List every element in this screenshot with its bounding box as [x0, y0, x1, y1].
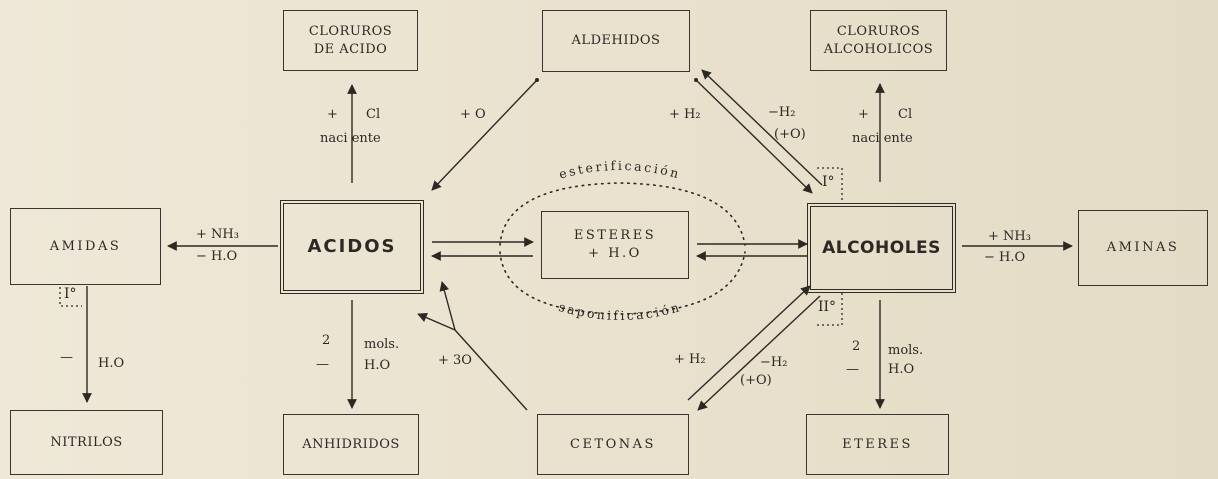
- label-acidos: ACIDOS: [307, 235, 397, 257]
- ann-alc-chlor-plus: +: [858, 107, 869, 122]
- ann-red-cetona: + H₂: [674, 352, 706, 367]
- ann-nitrilo-minus: —: [60, 350, 73, 365]
- ann-anh-minus: —: [316, 357, 329, 372]
- box-nitrilos: NITRILOS: [10, 410, 163, 475]
- ann-alc-chlor-cl: Cl: [898, 107, 913, 122]
- ann-amida-h2o: − H.O: [196, 249, 238, 264]
- ann-amina-h2o: − H.O: [984, 250, 1026, 265]
- arrow-aldehidos-acidos: [431, 79, 538, 191]
- ann-ox-alcohol-cetona-2: (+O): [740, 373, 772, 388]
- label-eteres: ETERES: [842, 436, 913, 452]
- ann-anh-mols: mols.: [364, 337, 400, 352]
- box-aminas: AMINAS: [1078, 210, 1208, 286]
- ann-eter-mols: mols.: [888, 343, 924, 358]
- label-anhidridos: ANHIDRIDOS: [302, 436, 400, 452]
- ann-cetona-3o: + 3O: [438, 353, 472, 368]
- label-aminas: AMINAS: [1106, 240, 1180, 256]
- secondary-alcohol-mark: II°: [818, 299, 837, 315]
- arrow-cetonas-alcoholes: [687, 285, 811, 401]
- arrow-fork-b: [417, 313, 456, 331]
- secondary-hook-bottom: [817, 292, 843, 326]
- label-aldehidos: ALDEHIDOS: [571, 33, 661, 49]
- ann-ox-alcohol-aldehido: −H₂: [768, 105, 796, 120]
- ann-alc-chlor-naciente: naci ente: [852, 131, 913, 146]
- amida-hook: [59, 287, 82, 307]
- box-aldehidos: ALDEHIDOS: [542, 10, 690, 72]
- label-cetonas: CETONAS: [570, 436, 656, 452]
- label-esteres: ESTERES + H.O: [573, 228, 657, 261]
- arrow-fork-a: [439, 281, 456, 331]
- label-nitrilos: NITRILOS: [50, 434, 123, 450]
- label-cloruros-alcoholicos: CLORUROS ALCOHOLICOS: [823, 23, 934, 57]
- box-anhidridos: ANHIDRIDOS: [283, 414, 419, 475]
- ann-acid-chlor-naciente: naci ente: [320, 131, 381, 146]
- ann-ox-alcohol-aldehido-2: (+O): [774, 127, 806, 142]
- ann-eter-h2o: H.O: [888, 362, 915, 377]
- box-esteres: ESTERES + H.O: [541, 211, 689, 279]
- primary-alcohol-mark: I°: [822, 174, 835, 190]
- saponificacion-label: saponificación: [557, 299, 683, 323]
- ann-anh-2: 2: [322, 333, 331, 348]
- ann-acid-chlor-cl: Cl: [366, 107, 381, 122]
- ann-acid-chlor-plus: +: [327, 107, 338, 122]
- box-eteres: ETERES: [806, 414, 949, 475]
- ann-eter-2: 2: [852, 339, 861, 354]
- label-amidas: AMIDAS: [49, 238, 122, 254]
- arrow-alcoholes-cetonas: [697, 295, 821, 411]
- box-cloruros-de-acido: CLORUROS DE ACIDO: [283, 10, 418, 71]
- box-amidas: AMIDAS: [10, 208, 161, 285]
- arrow-cetonas-acidos: [454, 329, 528, 411]
- box-cetonas: CETONAS: [537, 414, 689, 475]
- ann-ox-alcohol-cetona: −H₂: [760, 355, 788, 370]
- ann-amida-nh3: + NH₃: [196, 227, 239, 242]
- ann-amina-nh3: + NH₃: [988, 229, 1031, 244]
- box-acidos: ACIDOS: [280, 200, 424, 294]
- esterificacion-label: esterificación: [557, 158, 682, 182]
- ann-anh-h2o: H.O: [364, 358, 391, 373]
- box-alcoholes: ALCOHOLES: [807, 203, 956, 293]
- ann-nitrilo-h2o: H.O: [98, 356, 125, 371]
- ann-amida-mark: I°: [64, 286, 77, 302]
- label-alcoholes: ALCOHOLES: [822, 237, 941, 258]
- ann-eter-minus: —: [846, 362, 859, 377]
- ann-red-aldehido: + H₂: [669, 107, 701, 122]
- primary-hook-top: [817, 167, 843, 202]
- label-cloruros-de-acido: CLORUROS DE ACIDO: [308, 23, 393, 57]
- arrow-alcoholes-aldehidos: [701, 69, 823, 186]
- ann-oxid-aldehido: + O: [460, 107, 486, 122]
- box-cloruros-alcoholicos: CLORUROS ALCOHOLICOS: [810, 10, 947, 71]
- arrow-aldehidos-alcoholes: [695, 79, 813, 194]
